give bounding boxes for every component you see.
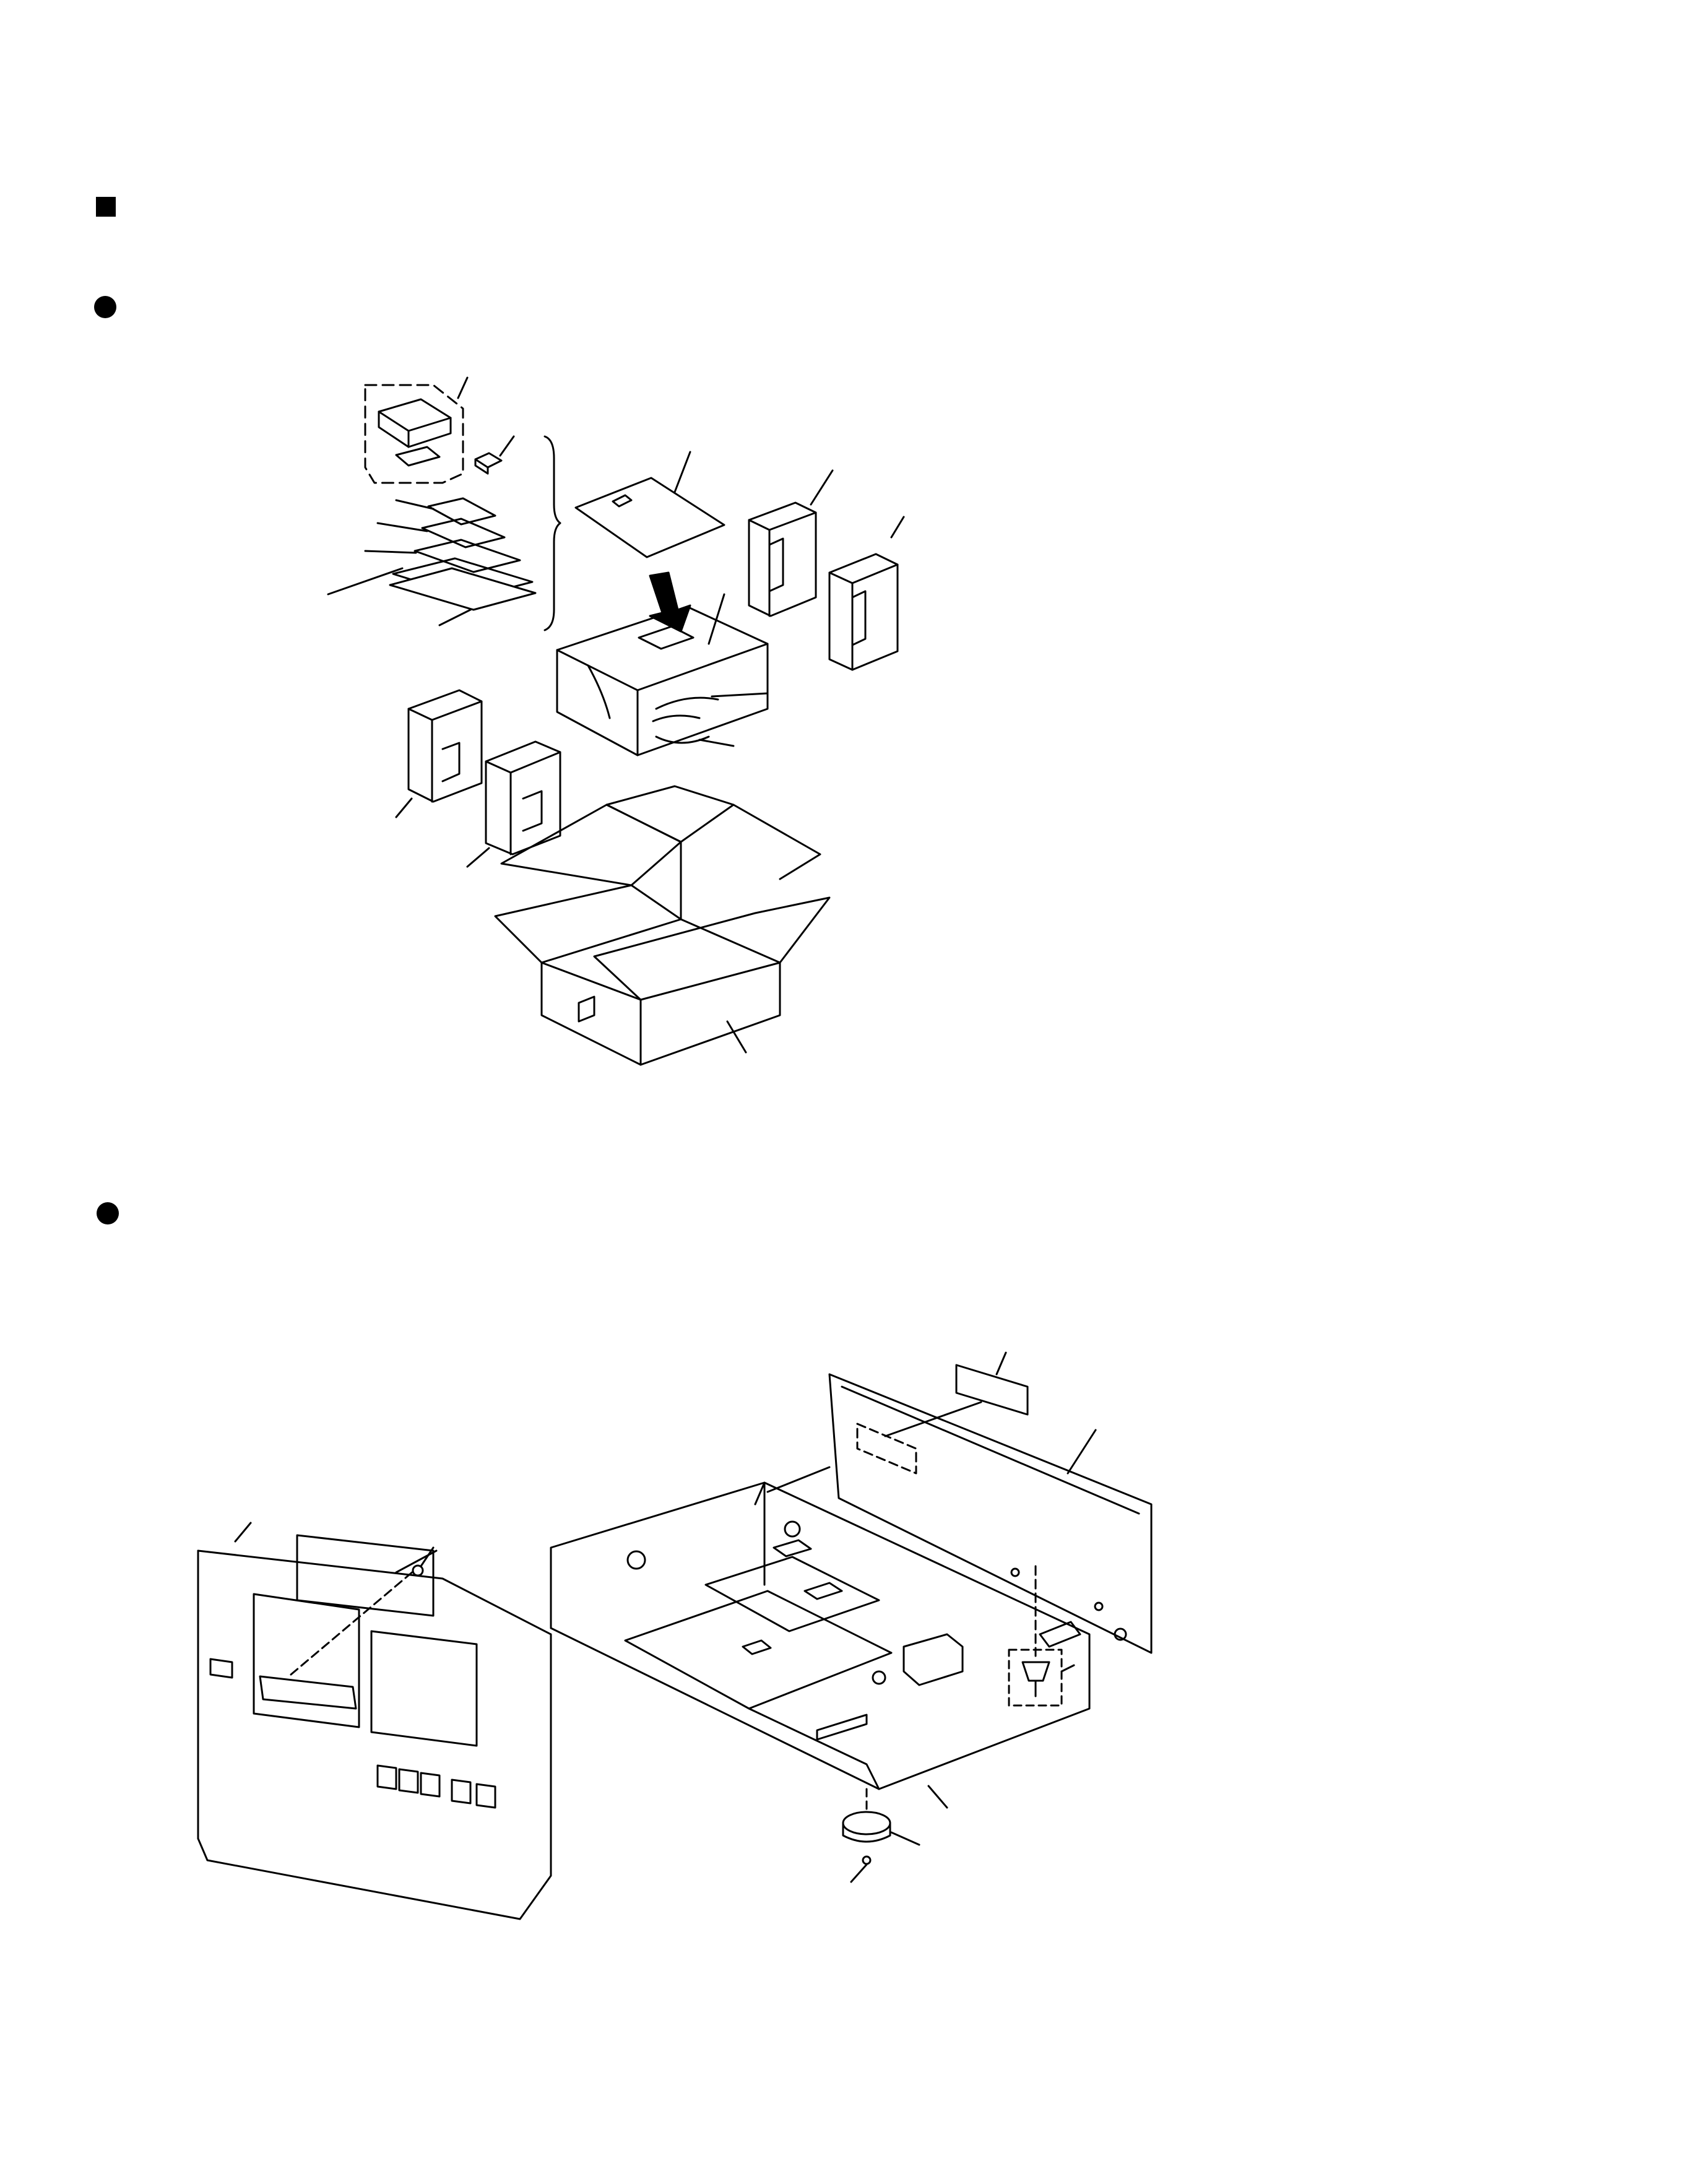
accessory-group (365, 378, 514, 483)
foam-cushion-right-a (749, 470, 833, 616)
accessory-brace (545, 436, 560, 630)
exterior-section-bullet-icon (97, 1202, 119, 1224)
packing-section-bullet-icon (94, 296, 116, 318)
foot-assembly (843, 1566, 1074, 1882)
foam-cushion-left-a (396, 690, 482, 817)
manual-stack (328, 498, 535, 625)
protective-sheet (576, 452, 724, 557)
foam-cushion-right-b (829, 517, 904, 670)
carton-box (495, 786, 829, 1065)
section-square-bullet-icon (96, 197, 116, 217)
chassis (551, 1483, 1089, 1808)
foam-cushion-left-b (467, 742, 560, 867)
packing-diagram (0, 0, 1688, 1114)
exterior-diagram (0, 1300, 1688, 1950)
insert-arrow-icon (650, 573, 690, 631)
front-panel (198, 1523, 551, 1919)
rear-panel (768, 1353, 1151, 1653)
